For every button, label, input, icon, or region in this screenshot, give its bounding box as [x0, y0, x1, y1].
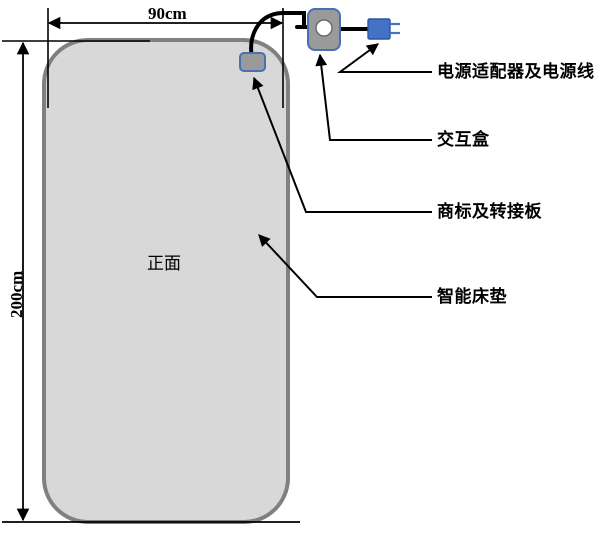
callout-label-power-adapter: 电源适配器及电源线: [437, 62, 595, 81]
dimension-label-height: 200cm: [7, 270, 26, 318]
logo-adapter-board-shape: [239, 52, 266, 72]
interaction-box-button-icon: [315, 19, 333, 37]
cable-mattress-to-box: [249, 11, 306, 60]
callout-label-interaction-box: 交互盒: [437, 130, 490, 149]
dimension-label-width: 90cm: [148, 4, 187, 23]
dimension-lines: [2, 8, 300, 523]
leader-smart-mattress: [258, 234, 432, 298]
plug-body: [367, 18, 391, 40]
callout-label-smart-mattress: 智能床垫: [437, 287, 507, 306]
leader-logo-adapter-board: [252, 76, 432, 213]
power-plug-shape: [367, 18, 400, 40]
logo-adapter-board-body: [239, 52, 266, 72]
mattress-shape: [42, 38, 290, 524]
leader-interaction-box: [315, 53, 432, 141]
leader-power-adapter: [336, 43, 432, 73]
mattress-body: [42, 38, 290, 524]
callout-label-logo-adapter-board: 商标及转接板: [437, 202, 542, 221]
mattress-face-label: 正面: [147, 254, 181, 273]
interaction-box-shape: [307, 8, 341, 51]
callout-leaders: [252, 43, 432, 298]
